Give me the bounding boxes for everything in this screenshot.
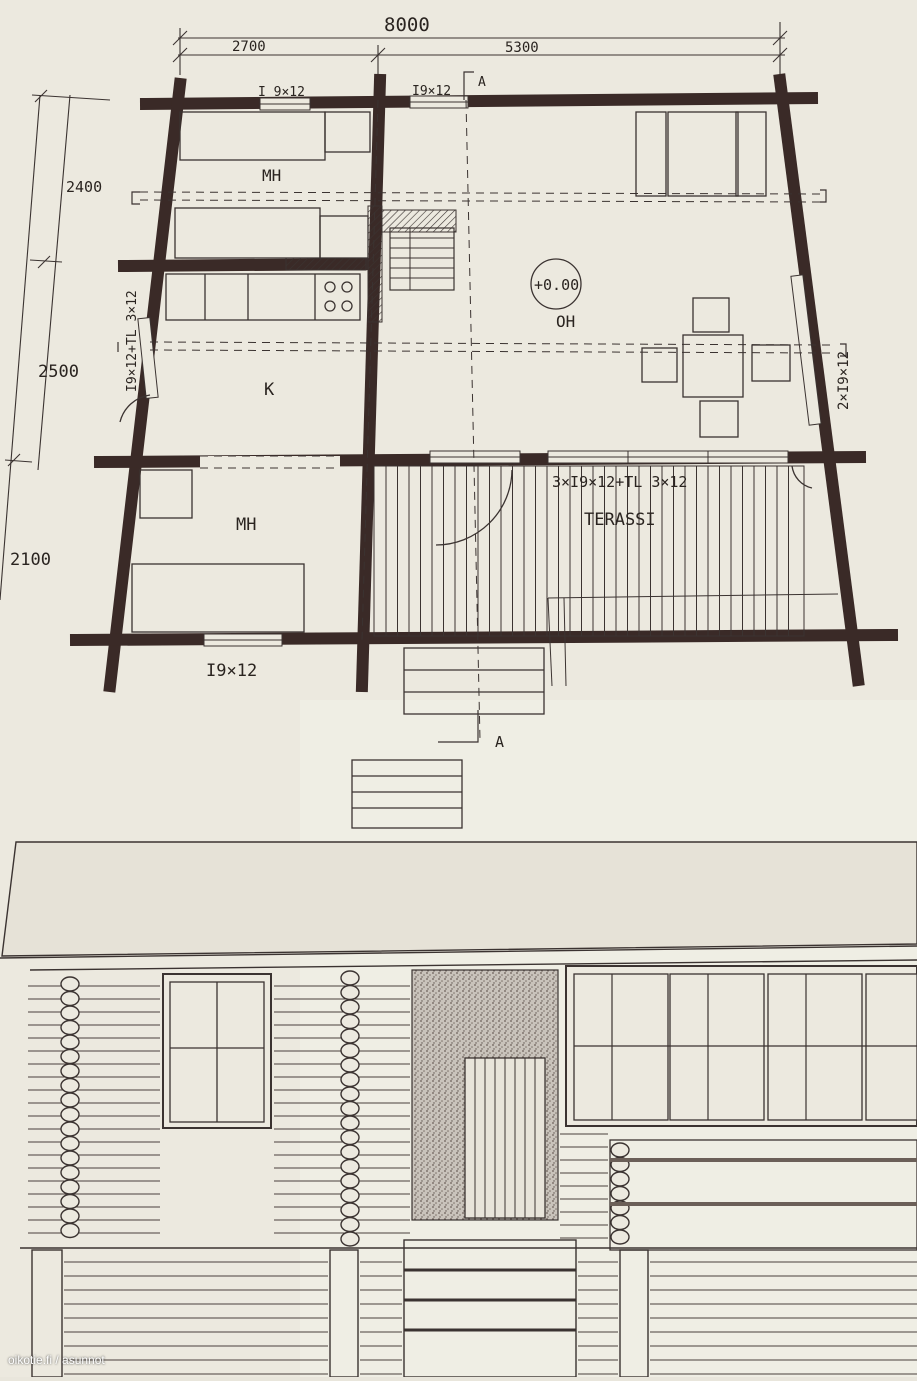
log-end [340,999,360,1015]
furniture [119,111,813,633]
log-end [340,1173,360,1189]
staircase [285,205,457,323]
log-end [60,1179,80,1195]
dim-height-2-label: 2500 [38,362,79,382]
dim-height-1-label: 2400 [66,178,102,196]
elevation-windows-right [565,965,917,1127]
entrance-steps [403,647,545,715]
window-label-right-side: 2×I9×12 [836,351,852,410]
window-label-bottom-left: I9×12 [206,661,257,681]
room-label-living: OH [556,312,575,331]
log-end [60,1164,80,1181]
window-label-top-left: I 9×12 [258,85,305,100]
section-mark-bottom: A [495,733,504,751]
window-mullions [204,101,788,641]
elevation-window-left [162,973,272,1129]
log-end [340,1071,360,1088]
log-end [340,1042,360,1059]
log-end [60,1005,80,1021]
elevation-roof [0,841,917,971]
log-end [60,1135,80,1152]
log-end [340,1057,360,1073]
log-end [60,1222,80,1239]
terrace-decking [373,465,839,687]
log-end [340,1231,360,1247]
window-label-left-side: I9×12+TL 3×12 [125,290,140,392]
dim-height-3-label: 2100 [10,550,51,570]
room-label-terrace: TERASSI [584,510,656,530]
level-marker-label: +0.00 [534,276,579,294]
log-end [340,984,360,1001]
log-end [60,1077,80,1094]
log-end [60,1092,80,1108]
log-end [340,1202,360,1218]
log-end [610,1185,630,1202]
elevation-door-boards [474,1058,536,1218]
loose-step [351,759,463,829]
log-end [340,970,360,986]
log-end [610,1214,630,1231]
log-end [60,976,80,992]
log-end [610,1171,630,1187]
watermark: oikotie.fi / asunnot [8,1353,105,1367]
log-end [60,990,80,1007]
level-marker-circle [530,258,582,310]
log-end [610,1229,630,1245]
log-end [60,1106,80,1123]
log-end [610,1142,630,1158]
log-end [340,1115,360,1131]
log-end [60,1121,80,1137]
elevation-log-lines [28,985,917,1375]
dim-total-label: 8000 [384,14,430,36]
room-label-kitchen: K [264,380,275,400]
section-end-marks [117,71,847,743]
log-end [340,1187,360,1204]
log-end [340,1158,360,1175]
log-end [340,1013,360,1030]
log-end [340,1028,360,1044]
dimension-lines [0,22,788,601]
log-end [60,1063,80,1079]
window-label-top-middle: I9×12 [412,84,451,99]
log-end [340,1129,360,1146]
room-label-bedroom-top: MH [262,166,281,185]
log-end [340,1100,360,1117]
elevation-railing [609,1139,917,1251]
terrace-deck-boards [385,466,789,636]
room-label-bedroom-bottom: MH [236,515,256,535]
log-end [340,1216,360,1233]
elevation-foundation [20,1239,917,1378]
dim-right-label: 5300 [505,40,539,56]
log-end [60,1208,80,1224]
log-end [60,1034,80,1050]
section-mark-top: A [478,75,486,90]
log-end [60,1193,80,1210]
dim-left-label: 2700 [232,39,266,55]
log-end [340,1144,360,1160]
window-label-terrace: 3×I9×12+TL 3×12 [552,473,687,491]
log-end [60,1150,80,1166]
log-end [340,1086,360,1102]
log-end [60,1048,80,1065]
log-end [60,1019,80,1036]
